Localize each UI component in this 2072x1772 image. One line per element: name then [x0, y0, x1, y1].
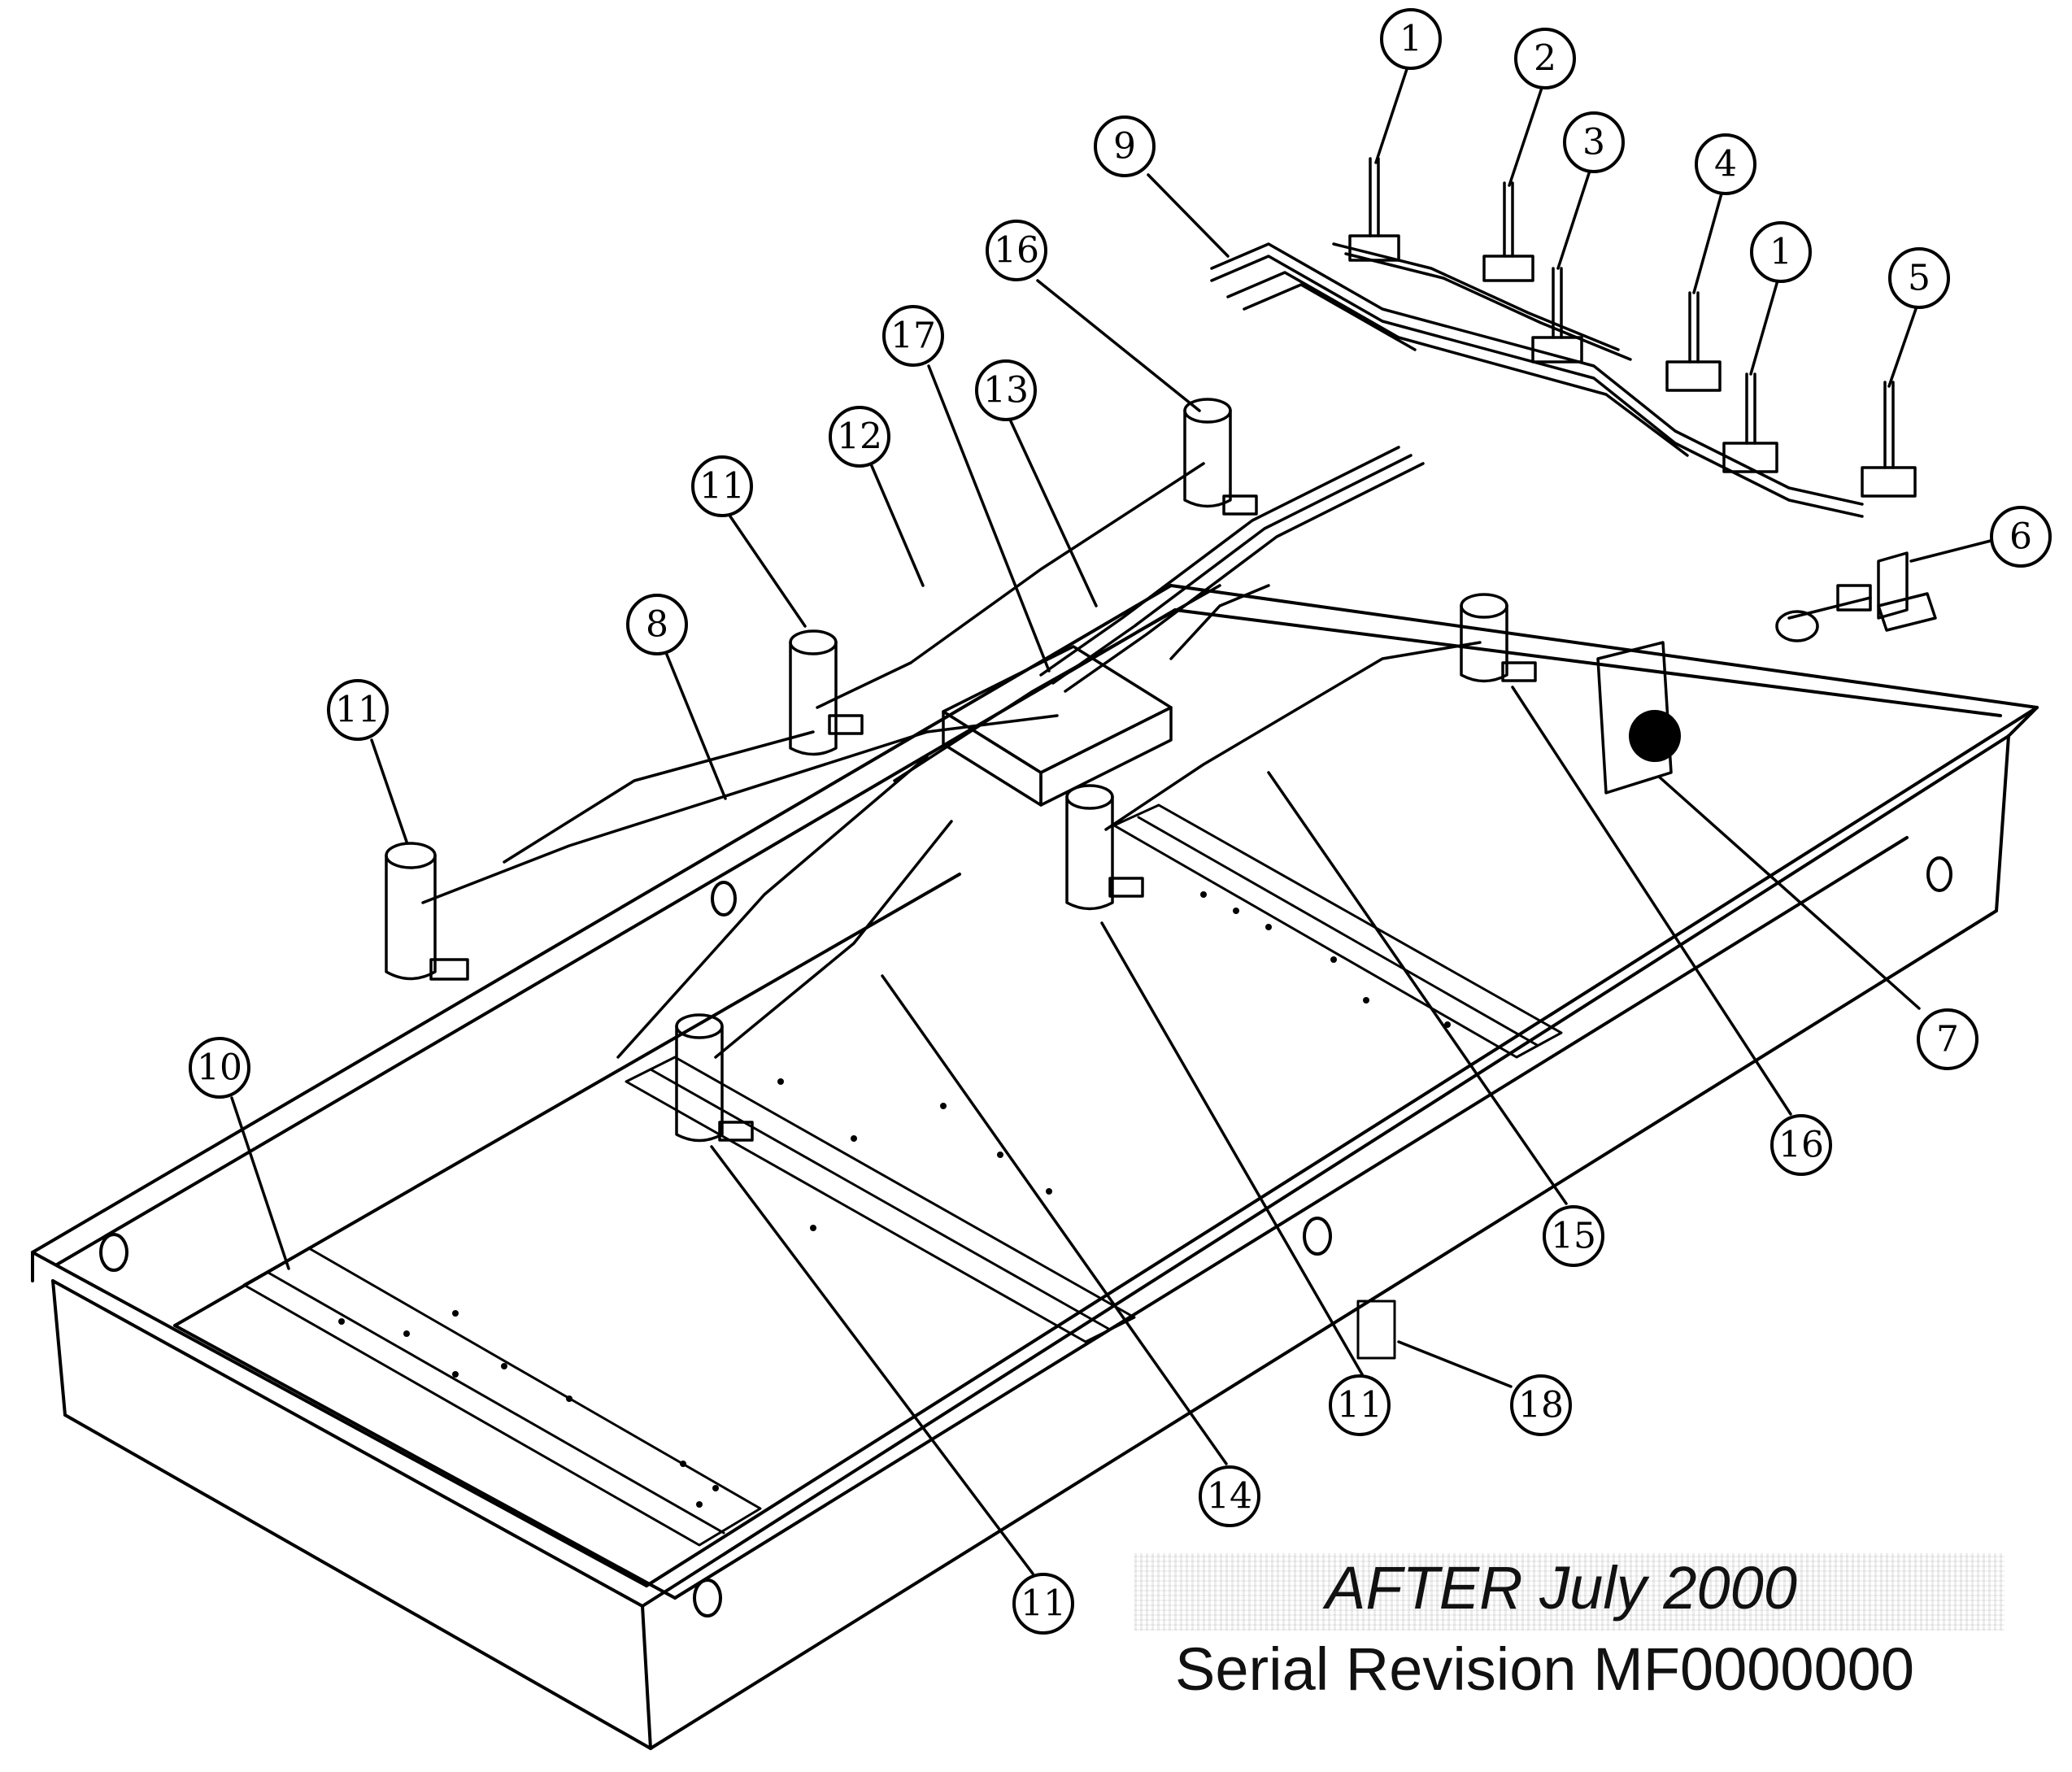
callout-4: 4 [1695, 133, 1756, 195]
callout-10: 10 [189, 1037, 250, 1099]
leader-11b [370, 738, 408, 843]
leader-11a [729, 515, 807, 628]
callout-label: 18 [1518, 1385, 1564, 1426]
leader-11d [710, 1145, 1034, 1575]
callout-label: 5 [1908, 258, 1931, 299]
leader-7 [1657, 775, 1921, 1010]
callout-label: 15 [1551, 1216, 1596, 1257]
leader-3 [1556, 169, 1591, 270]
leader-5 [1887, 305, 1918, 388]
callout-label: 12 [837, 416, 882, 458]
leader-13 [1009, 420, 1098, 607]
callout-11-left: 11 [327, 679, 389, 741]
callout-label: 11 [335, 690, 381, 731]
perforation-dots [338, 891, 1451, 1508]
callout-label: 10 [197, 1047, 242, 1089]
serial-revision-caption: Serial Revision MF0000000 [1175, 1635, 1915, 1703]
callout-label: 16 [994, 230, 1039, 272]
callout-label: 8 [646, 604, 668, 646]
caption-background-noise [1134, 1553, 2005, 1631]
callout-label: 11 [1021, 1583, 1066, 1625]
callout-11-upper: 11 [691, 455, 753, 517]
callout-8: 8 [626, 594, 688, 655]
callout-2: 2 [1514, 28, 1576, 89]
callout-label: 2 [1534, 38, 1556, 80]
leader-16b [1511, 686, 1792, 1116]
leader-17 [927, 364, 1051, 673]
callout-11-center: 11 [1329, 1374, 1391, 1436]
leader-14 [881, 974, 1228, 1465]
callout-14: 14 [1199, 1465, 1260, 1527]
callout-9: 9 [1094, 115, 1156, 177]
leader-1a [1374, 67, 1408, 164]
leader-2 [1508, 86, 1543, 187]
frame-tray [31, 584, 2039, 1750]
callout-label: 11 [699, 466, 745, 507]
callout-7: 7 [1917, 1008, 1978, 1070]
leader-18 [1397, 1340, 1513, 1388]
leader-12 [870, 464, 925, 587]
leader-6 [1909, 539, 1992, 563]
callout-label: 14 [1207, 1476, 1252, 1517]
callout-label: 11 [1337, 1385, 1382, 1426]
leader-9 [1147, 173, 1230, 258]
leader-1b [1749, 279, 1779, 376]
callout-16-top: 16 [986, 220, 1047, 281]
callout-18: 18 [1510, 1374, 1572, 1436]
leader-lines [230, 67, 1992, 1575]
callout-label: 3 [1582, 122, 1605, 163]
callout-label: 17 [890, 316, 936, 357]
callout-label: 13 [983, 370, 1029, 411]
callout-1-right: 1 [1750, 221, 1812, 283]
callout-label: 9 [1113, 126, 1136, 168]
callout-15: 15 [1543, 1205, 1604, 1267]
leader-4 [1692, 192, 1723, 294]
callout-16-right: 16 [1770, 1114, 1832, 1176]
callout-13: 13 [975, 359, 1037, 421]
leader-16a [1036, 279, 1201, 412]
revision-date-caption: AFTER July 2000 [1325, 1554, 1797, 1622]
callout-label: 7 [1936, 1019, 1959, 1060]
leader-15 [1267, 771, 1568, 1205]
callout-1-top: 1 [1380, 8, 1442, 70]
leader-10 [230, 1096, 290, 1270]
callout-label: 16 [1778, 1125, 1824, 1166]
callout-label: 6 [2009, 516, 2032, 558]
callout-12: 12 [829, 406, 890, 468]
callout-label: 4 [1714, 144, 1737, 185]
callout-balloons: 1 2 3 4 1 5 6 9 16 17 13 12 11 8 11 7 16… [189, 8, 2052, 1635]
callout-label: 1 [1399, 19, 1422, 60]
callout-17: 17 [882, 305, 944, 367]
pilot-assemblies [385, 398, 1537, 1143]
callout-label: 1 [1769, 232, 1792, 273]
callout-3: 3 [1563, 111, 1625, 173]
callout-5: 5 [1888, 247, 1950, 309]
gas-manifold [942, 157, 1937, 807]
leader-11c [1100, 921, 1364, 1376]
leader-8 [665, 653, 727, 800]
callout-11-bottom: 11 [1012, 1573, 1074, 1635]
callout-6: 6 [1990, 506, 2052, 568]
